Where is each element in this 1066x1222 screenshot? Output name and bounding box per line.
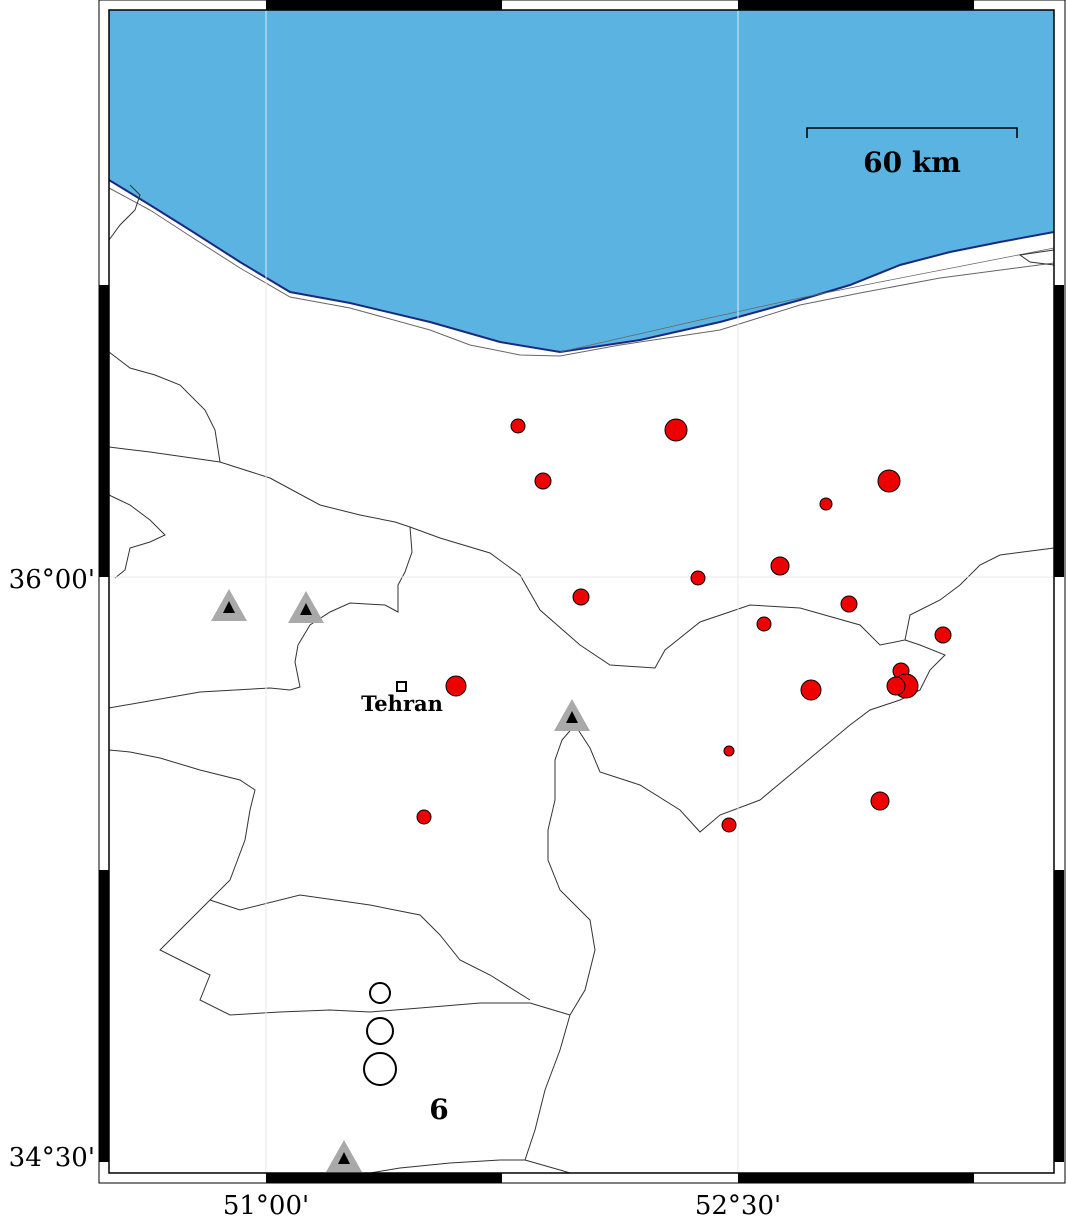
legend-circle-medium [366, 1017, 394, 1045]
event-marker [800, 679, 822, 701]
graticule [109, 10, 1054, 1173]
city-square-icon [396, 681, 407, 692]
magnitude-legend [363, 982, 397, 1086]
event-marker [840, 595, 858, 613]
city-tehran: Tehran [361, 681, 443, 716]
event-marker [756, 616, 772, 632]
x-axis-label-51: 51°00' [223, 1191, 309, 1221]
legend-circle-large [363, 1052, 397, 1086]
event-marker [510, 418, 526, 434]
event-marker [723, 745, 735, 757]
event-marker [877, 469, 901, 493]
x-axis-label-52-30: 52°30' [695, 1191, 781, 1221]
station-triangle-icon [288, 591, 324, 623]
station-triangle-icon [326, 1140, 362, 1172]
magnitude-legend-label: 6 [429, 1093, 448, 1126]
scale-bar: 60 km [806, 127, 1018, 179]
event-marker [445, 675, 467, 697]
y-axis-label-34-30: 34°30' [9, 1143, 95, 1173]
event-marker [690, 570, 706, 586]
event-marker [664, 418, 688, 442]
event-marker [770, 556, 790, 576]
seismic-events [416, 418, 952, 833]
station-triangle-icon [554, 699, 590, 731]
event-marker [819, 497, 833, 511]
coast-detail-line [559, 247, 1055, 353]
event-marker [886, 676, 906, 696]
legend-circle-small [369, 982, 391, 1004]
map-frame [98, 0, 1066, 1184]
city-label: Tehran [361, 691, 443, 716]
event-marker [934, 626, 952, 644]
coastline-secondary [108, 187, 1055, 357]
y-axis-label-36: 36°00' [9, 565, 95, 595]
scale-bar-label: 60 km [863, 146, 961, 179]
station-triangle-icon [211, 589, 247, 621]
event-marker [572, 588, 590, 606]
sea-area [109, 10, 1054, 352]
event-marker [870, 791, 890, 811]
seismic-stations [211, 589, 590, 1172]
event-marker [534, 472, 552, 490]
event-marker [416, 809, 432, 825]
event-marker [721, 817, 737, 833]
